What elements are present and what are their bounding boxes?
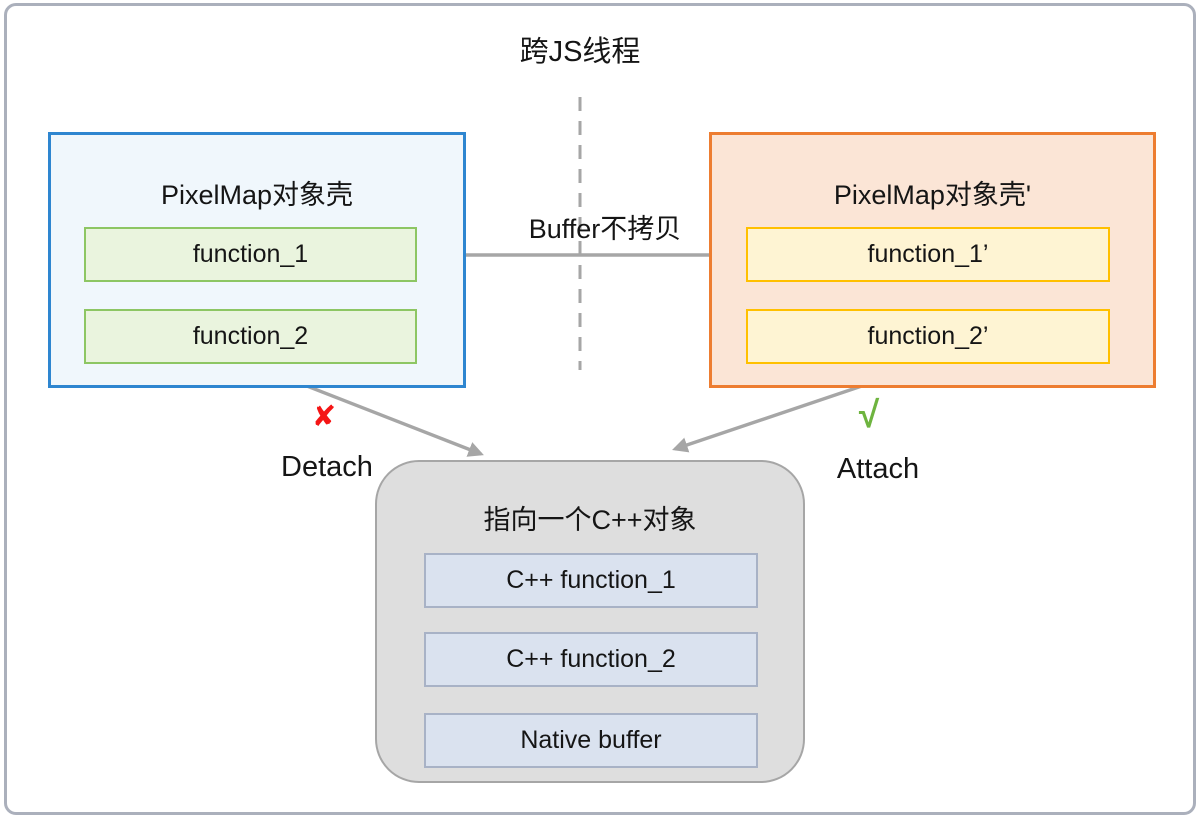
cpp-function-1-box: C++ function_1 — [424, 553, 758, 608]
detach-label: Detach — [281, 451, 373, 483]
cpp-object-title: 指向一个C++对象 — [483, 505, 697, 535]
pixelmap-shell-title: PixelMap对象壳 — [160, 180, 354, 210]
function-1-prime-box: function_1’ — [746, 227, 1110, 282]
function-2-prime-box: function_2’ — [746, 309, 1110, 364]
diagram-title: 跨JS线程 — [519, 36, 641, 68]
pixelmap-shell-prime-title: PixelMap对象壳' — [833, 180, 1032, 210]
buffer-no-copy-label: Buffer不拷贝 — [528, 214, 682, 244]
attach-label: Attach — [836, 453, 920, 485]
cpp-function-2-box: C++ function_2 — [424, 632, 758, 687]
function-1-box: function_1 — [84, 227, 417, 282]
native-buffer-box: Native buffer — [424, 713, 758, 768]
detach-cross-icon: ✘ — [311, 401, 337, 433]
pixelmap-shell-box: PixelMap对象壳 function_1 function_2 — [48, 132, 466, 388]
cpp-object-box: 指向一个C++对象 C++ function_1 C++ function_2 … — [375, 460, 805, 783]
function-2-box: function_2 — [84, 309, 417, 364]
pixelmap-shell-prime-box: PixelMap对象壳' function_1’ function_2’ — [709, 132, 1156, 388]
attach-check-icon: √ — [858, 394, 880, 435]
